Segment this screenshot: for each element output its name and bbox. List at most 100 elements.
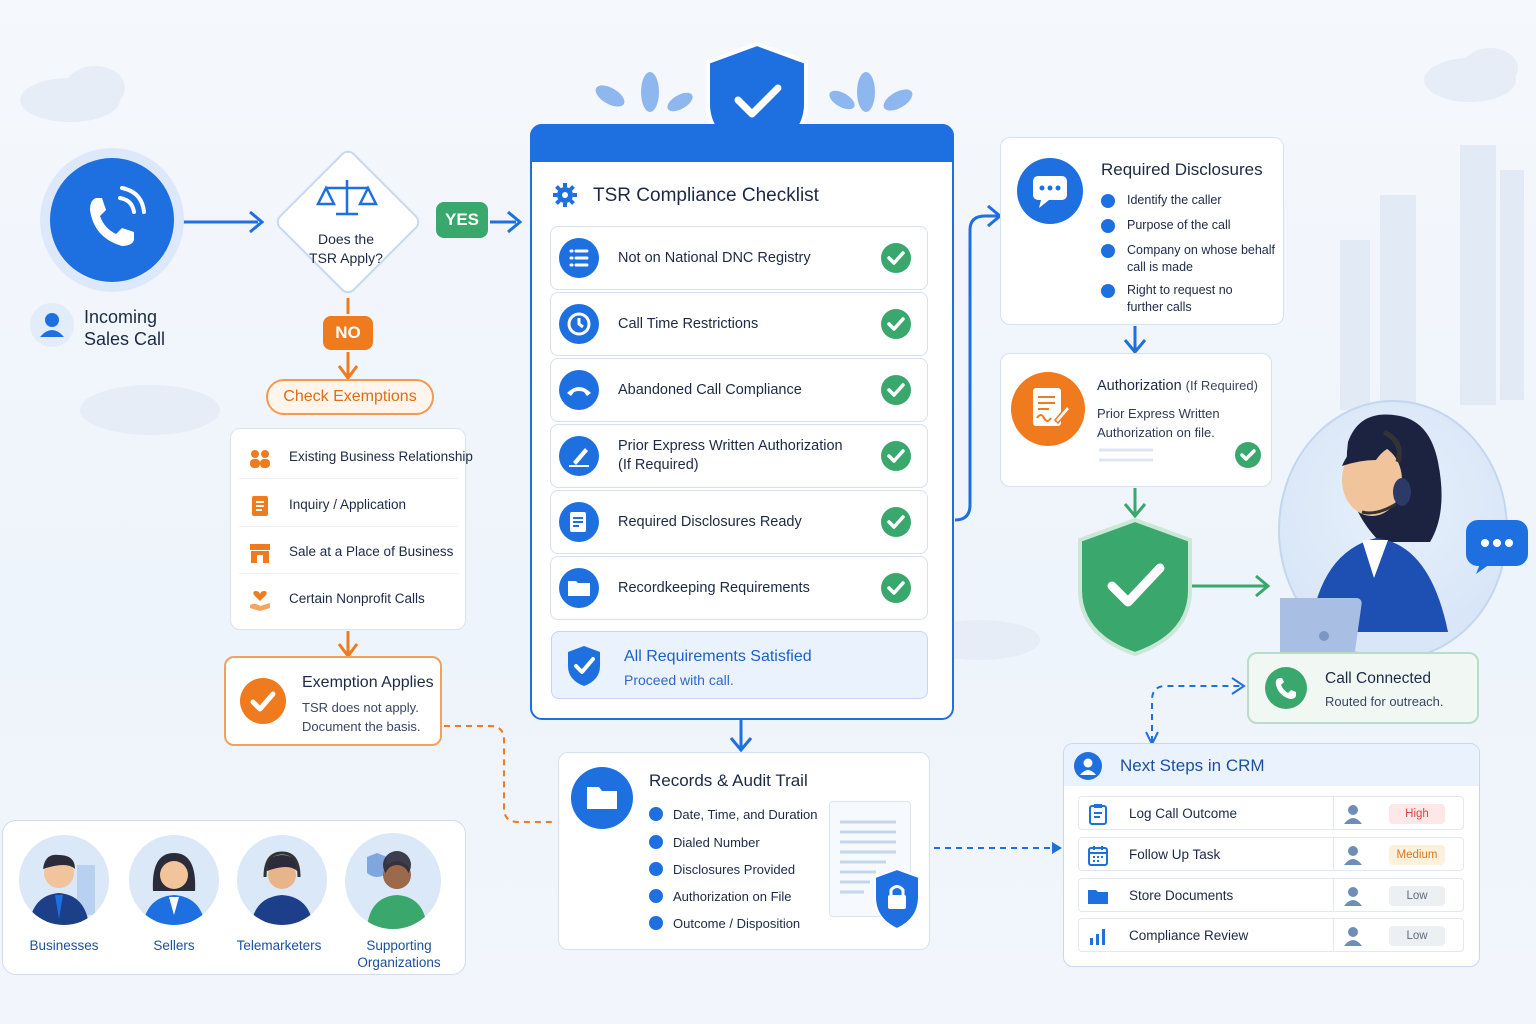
call-connected-card: Call Connected Routed for outreach.: [1247, 652, 1479, 724]
audience-label-line1: Supporting: [366, 938, 432, 953]
check-icon: [649, 807, 663, 821]
decision-diamond: [276, 150, 420, 294]
checklist-item: Abandoned Call Compliance: [550, 358, 928, 422]
check-icon: [1101, 244, 1115, 258]
disclosure-line1: Identify the caller: [1127, 193, 1222, 207]
lock-shield-icon: [874, 867, 920, 931]
calendar-icon: [1088, 846, 1108, 866]
audiences-panel: Businesses Sellers Telemarketers Support…: [2, 820, 466, 975]
satisfied-subtitle: Proceed with call.: [624, 672, 734, 688]
crm-task-row[interactable]: Log Call Outcome High: [1078, 796, 1464, 830]
yes-pill: YES: [436, 202, 488, 238]
call-connected-title: Call Connected: [1325, 670, 1431, 687]
checklist-item-line1: Required Disclosures Ready: [618, 513, 802, 530]
document-icon: [252, 496, 268, 516]
gear-icon: [553, 183, 577, 207]
checklist-item-label: Not on National DNC Registry: [618, 227, 858, 289]
satisfied-title: All Requirements Satisfied: [624, 648, 812, 665]
record-item-label: Date, Time, and Duration: [673, 807, 818, 822]
checklist-item: Required Disclosures Ready: [550, 490, 928, 554]
record-item: Authorization on File: [649, 889, 792, 904]
disclosure-line2: further calls: [1127, 300, 1192, 314]
priority-badge: Low: [1389, 886, 1445, 906]
clock-icon: [559, 304, 599, 344]
incoming-call-label: Incoming Sales Call: [84, 306, 165, 350]
exemption-label: Existing Business Relationship: [289, 449, 473, 464]
exemption-applies-title: Exemption Applies: [302, 674, 434, 691]
bar-chart-icon: [1090, 929, 1105, 945]
check-icon: [240, 678, 286, 724]
crm-task-label: Follow Up Task: [1129, 847, 1221, 862]
clipboard-icon: [1089, 804, 1107, 825]
record-item-label: Dialed Number: [673, 835, 760, 850]
checklist-item-label: Recordkeeping Requirements: [618, 557, 858, 619]
folder-icon: [559, 568, 599, 608]
check-icon: [649, 889, 663, 903]
check-icon: [881, 507, 911, 537]
phone-icon: [1265, 667, 1307, 709]
exemption-applies-card: Exemption Applies TSR does not apply. Do…: [224, 656, 442, 746]
checklist-item: Not on National DNC Registry: [550, 226, 928, 290]
exemption-label: Certain Nonprofit Calls: [289, 591, 425, 606]
checklist-item-line1: Abandoned Call Compliance: [618, 381, 802, 398]
supporting-org-avatar: [345, 833, 441, 929]
green-shield-icon: [1078, 517, 1192, 657]
row-divider: [1333, 919, 1334, 951]
folder-icon: [1088, 890, 1108, 904]
incoming-call-line2: Sales Call: [84, 329, 166, 349]
incoming-call-badge: [50, 158, 174, 282]
authorization-title-suffix: (If Required): [1185, 378, 1258, 393]
audience-label-line2: Organizations: [357, 955, 441, 970]
check-icon: [1101, 284, 1115, 298]
incoming-call-line1: Incoming: [84, 307, 158, 327]
required-disclosures-card: Required Disclosures Identify the caller…: [1000, 137, 1284, 325]
decision-line2: TSR Apply?: [309, 250, 383, 266]
record-item: Disclosures Provided: [649, 862, 795, 877]
exemption-label: Inquiry / Application: [289, 497, 407, 512]
heart-hand-icon: [250, 591, 270, 611]
disclosure-line1: Right to request no: [1127, 283, 1233, 297]
row-divider: [1333, 797, 1334, 829]
phone-icon: [90, 186, 146, 246]
no-pill: NO: [323, 316, 373, 350]
check-icon: [649, 835, 663, 849]
call-connected-subtitle: Routed for outreach.: [1325, 694, 1444, 709]
authorization-title-main: Authorization: [1097, 378, 1182, 394]
people-icon: [250, 450, 270, 468]
exemptions-list: Existing Business Relationship Inquiry /…: [230, 428, 473, 630]
crm-task-label: Compliance Review: [1129, 928, 1249, 943]
crm-task-row[interactable]: Follow Up Task Medium: [1078, 837, 1464, 871]
priority-badge: Medium: [1389, 845, 1445, 865]
agent-illustration: [1234, 414, 1448, 658]
user-icon: [30, 303, 74, 347]
checklist-item-label: Required Disclosures Ready: [618, 491, 858, 553]
user-icon: [1074, 752, 1102, 780]
crm-task-row[interactable]: Store Documents Low: [1078, 878, 1464, 912]
crm-next-steps-panel: Next Steps in CRM Log Call Outcome High …: [1063, 743, 1480, 967]
signature-icon: [559, 436, 599, 476]
check-icon: [1101, 194, 1115, 208]
crm-task-label: Log Call Outcome: [1129, 806, 1238, 821]
crm-title: Next Steps in CRM: [1120, 756, 1265, 775]
exemption-item: Existing Business Relationship: [239, 435, 473, 479]
decision-question: Does the TSR Apply?: [296, 230, 396, 268]
record-item: Date, Time, and Duration: [649, 807, 818, 822]
exemption-applies-text: TSR does not apply. Document the basis.: [302, 698, 421, 736]
businessman-avatar: [19, 835, 109, 925]
scales-icon: [315, 180, 379, 216]
exemption-item: Certain Nonprofit Calls: [239, 577, 459, 621]
disclosures-title: Required Disclosures: [1101, 160, 1263, 179]
crm-task-row[interactable]: Compliance Review Low: [1078, 918, 1464, 952]
exemption-applies-line2: Document the basis.: [302, 719, 421, 734]
checklist-item: Call Time Restrictions: [550, 292, 928, 356]
priority-badge: Low: [1389, 926, 1445, 946]
checklist-item: Recordkeeping Requirements: [550, 556, 928, 620]
record-item-label: Outcome / Disposition: [673, 916, 801, 931]
background-city: [1340, 145, 1524, 410]
shield-check-icon: [568, 646, 600, 686]
check-icon: [881, 309, 911, 339]
requirements-satisfied-banner: All Requirements Satisfied Proceed with …: [551, 631, 928, 699]
audience-label: Businesses: [17, 937, 111, 954]
